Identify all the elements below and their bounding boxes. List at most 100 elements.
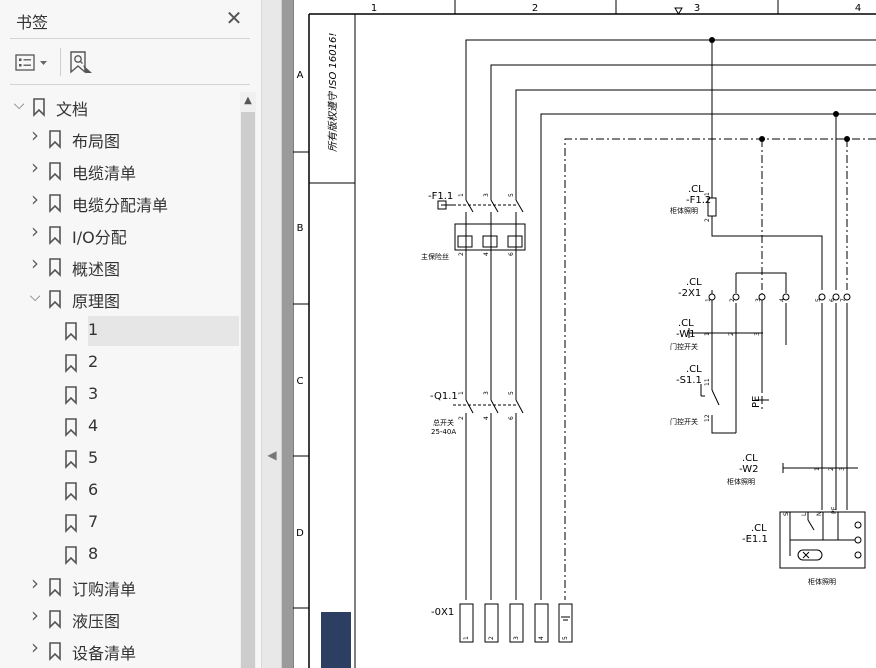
row-label: D: [296, 528, 304, 539]
terminal-label: 5: [562, 636, 569, 640]
chevron-right-icon[interactable]: ›: [31, 635, 39, 659]
bookmark-item[interactable]: ›电缆清单: [0, 156, 240, 186]
panel-header: 书签 ✕: [0, 0, 262, 38]
terminal-label: 1: [458, 391, 465, 395]
chevron-right-icon[interactable]: ›: [31, 123, 39, 147]
terminal-label: 2: [488, 636, 495, 640]
collapse-panel-icon[interactable]: ◀: [267, 448, 277, 462]
location-tag: .CL: [678, 318, 694, 329]
chevron-right-icon[interactable]: ›: [31, 155, 39, 179]
location-tag: .CL: [742, 453, 758, 464]
scroll-up-icon[interactable]: ▲: [244, 95, 252, 106]
find-bookmark-icon: [70, 51, 92, 74]
terminal-label: 3: [839, 467, 846, 471]
chevron-right-icon[interactable]: ›: [31, 571, 39, 595]
bookmark-item[interactable]: 5: [0, 444, 240, 474]
bookmark-label: 文档: [56, 100, 89, 119]
bookmark-label: 布局图: [72, 132, 121, 151]
chevron-right-icon[interactable]: ›: [31, 251, 39, 275]
device-tag: -F1.1: [428, 191, 453, 202]
toolbar-divider: [60, 48, 61, 76]
device-tag: -2X1: [678, 288, 701, 299]
device-tag: -E1.1: [742, 534, 768, 545]
bookmark-icon: [48, 577, 62, 597]
chevron-right-icon[interactable]: ›: [31, 219, 39, 243]
bookmark-label: 6: [88, 480, 99, 499]
device-tag: -0X1: [431, 607, 454, 618]
scrollbar-thumb[interactable]: [241, 112, 255, 668]
device-name: 门控开关: [670, 417, 698, 426]
terminal-label: 3: [754, 332, 761, 336]
chevron-right-icon[interactable]: ›: [31, 187, 39, 211]
bookmark-icon: [32, 97, 46, 117]
header-divider: [10, 38, 250, 39]
bookmark-item[interactable]: 6: [0, 476, 240, 506]
terminal-label: 1: [704, 192, 711, 196]
bookmark-item[interactable]: ⌵原理图: [0, 284, 240, 314]
row-label: B: [297, 223, 304, 234]
bookmark-label: 1: [88, 320, 99, 339]
bookmark-item[interactable]: 4: [0, 412, 240, 442]
pe-label: PE: [751, 396, 762, 408]
terminal-label: 2: [828, 467, 835, 471]
device-name: 柜体照明: [670, 206, 698, 215]
terminal-label: 4: [538, 636, 545, 640]
bookmark-item[interactable]: 3: [0, 380, 240, 410]
copyright-note: 所有版权遵守 ISO 16016!: [327, 33, 339, 152]
bookmark-item[interactable]: 1: [0, 316, 240, 346]
bookmark-label: 概述图: [72, 260, 121, 279]
bookmark-icon: [48, 225, 62, 245]
terminal-label: 4: [779, 298, 786, 302]
bookmark-icon: [64, 513, 78, 533]
chevron-down-icon[interactable]: ⌵: [13, 97, 25, 113]
options-button[interactable]: [14, 50, 54, 76]
bookmark-icon: [48, 193, 62, 213]
bookmark-item[interactable]: 7: [0, 508, 240, 538]
location-tag: .CL: [688, 184, 704, 195]
find-bookmark-button[interactable]: [68, 49, 94, 77]
bookmark-item[interactable]: ⌵ 文档: [0, 92, 240, 122]
device-tag: -W2: [739, 464, 758, 475]
terminal-label: 4: [483, 416, 490, 420]
terminal-label: L: [801, 512, 808, 516]
bookmark-item[interactable]: › 布局图: [0, 124, 240, 154]
terminal-label: 6: [508, 416, 515, 420]
device-name: 总开关: [433, 418, 454, 427]
bookmark-item[interactable]: › 概述图: [0, 252, 240, 282]
terminal-label: 1: [463, 636, 470, 640]
location-tag: .CL: [751, 523, 767, 534]
panel-splitter[interactable]: ◀: [262, 0, 282, 668]
panel-title: 书签: [16, 13, 49, 32]
bookmark-label: I/O分配: [72, 228, 127, 247]
terminal-label: 3: [755, 298, 762, 302]
column-label: 3: [694, 3, 700, 14]
close-icon[interactable]: ✕: [225, 6, 243, 30]
bookmark-item[interactable]: ›订购清单: [0, 572, 240, 602]
scrollbar[interactable]: ▲: [240, 92, 256, 668]
bookmark-item[interactable]: › I/O分配: [0, 220, 240, 250]
chevron-down-icon[interactable]: ⌵: [29, 289, 41, 305]
bookmark-item[interactable]: 8: [0, 540, 240, 570]
bookmark-label: 5: [88, 448, 99, 467]
column-label: 2: [532, 3, 538, 14]
bookmark-icon: [64, 481, 78, 501]
chevron-right-icon[interactable]: ›: [31, 603, 39, 627]
terminal-label: 3: [483, 391, 490, 395]
bookmark-icon: [48, 641, 62, 661]
bookmark-item[interactable]: 2: [0, 348, 240, 378]
bookmark-item[interactable]: ›设备清单: [0, 636, 240, 666]
bookmark-icon: [64, 417, 78, 437]
column-label: 1: [371, 3, 377, 14]
bookmark-item[interactable]: ›液压图: [0, 604, 240, 634]
device-tag: -W1: [676, 329, 695, 340]
terminal-label: 12: [704, 414, 711, 422]
bookmark-icon: [48, 289, 62, 309]
terminal-label: S: [783, 512, 790, 516]
bookmark-icon: [48, 609, 62, 629]
bookmark-icon: [64, 545, 78, 565]
bookmark-item[interactable]: ›电缆分配清单: [0, 188, 240, 218]
